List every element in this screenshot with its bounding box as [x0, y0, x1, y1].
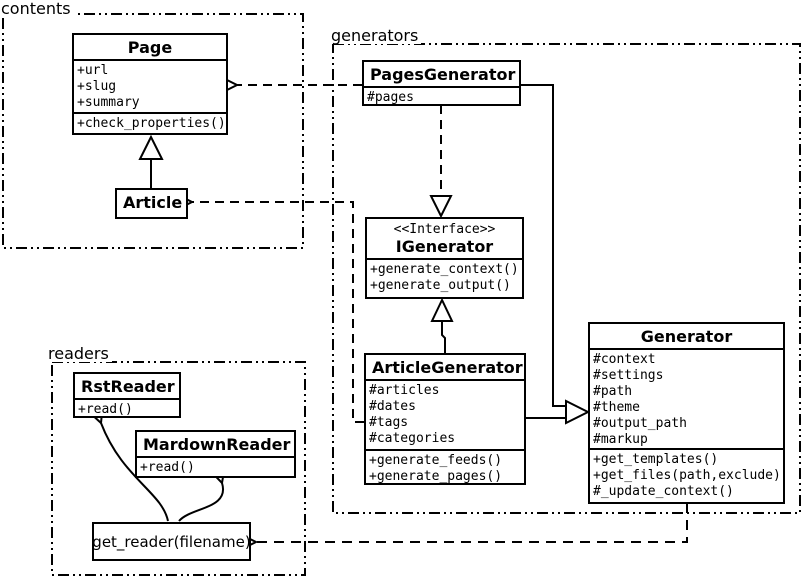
attribute: #path — [593, 384, 633, 399]
article-to-page-inheritance — [138, 134, 164, 188]
class-igenerator-stereotype: <<Interface>> — [393, 222, 496, 237]
class-rstreader-methods: +read() — [75, 398, 179, 420]
package-label-contents: contents — [0, 0, 74, 17]
class-rstreader: RstReader +read() — [73, 372, 181, 418]
attribute: #settings — [593, 368, 664, 383]
class-articlegenerator-title: ArticleGenerator — [372, 358, 523, 377]
class-article: Article — [115, 188, 188, 219]
method: +generate_output() — [370, 278, 511, 293]
class-articlegenerator-attributes: #articles #dates #tags #categories — [366, 379, 524, 449]
attribute: #dates — [369, 399, 416, 414]
class-rstreader-title: RstReader — [81, 377, 175, 396]
node-get-reader: get_reader(filename) — [92, 522, 251, 561]
attribute: #tags — [369, 415, 409, 430]
package-label-generators: generators — [330, 27, 422, 44]
method: +check_properties() — [77, 116, 226, 131]
generator-to-getreader-dependency — [256, 503, 688, 542]
class-pagesgenerator-attributes: #pages — [364, 86, 519, 108]
class-pagesgenerator-title: PagesGenerator — [370, 65, 516, 84]
class-page: Page +url +slug +summary +check_properti… — [72, 33, 228, 135]
class-page-attributes: +url +slug +summary — [74, 59, 226, 112]
class-igenerator: <<Interface>> IGenerator +generate_conte… — [365, 217, 524, 299]
package-generators-border — [332, 43, 801, 514]
attribute: +url — [77, 63, 109, 78]
node-get-reader-label: get_reader(filename) — [92, 532, 251, 551]
method: +generate_context() — [370, 262, 519, 277]
class-generator-attributes: #context #settings #path #theme #output_… — [590, 348, 783, 448]
method: +generate_pages() — [369, 469, 503, 484]
class-igenerator-title: IGenerator — [395, 237, 494, 256]
generators-to-generator-inheritance — [520, 84, 591, 425]
package-contents-border — [2, 13, 304, 249]
class-articlegenerator: ArticleGenerator #articles #dates #tags … — [364, 353, 526, 485]
attribute: #output_path — [593, 416, 687, 431]
pagesgenerator-to-igenerator-realization — [429, 105, 453, 219]
class-page-title: Page — [127, 38, 173, 57]
method: #_update_context() — [593, 484, 734, 499]
class-generator: Generator #context #settings #path #them… — [588, 322, 785, 504]
getreader-to-mardownreader-arrow — [178, 483, 223, 522]
package-readers-border — [51, 361, 306, 576]
attribute: #context — [593, 352, 656, 367]
articlegenerator-to-article-dependency — [192, 202, 364, 423]
attribute: +slug — [77, 79, 117, 94]
class-articlegenerator-methods: +generate_feeds() +generate_pages() — [366, 449, 524, 487]
class-mardownreader: MardownReader +read() — [135, 430, 296, 478]
class-page-methods: +check_properties() — [74, 112, 226, 134]
getreader-to-rstreader-arrow — [101, 423, 169, 522]
class-article-title: Article — [123, 193, 183, 212]
attribute: #categories — [369, 431, 456, 446]
class-generator-methods: +get_templates() +get_files(path,exclude… — [590, 448, 783, 502]
method: +read() — [78, 402, 133, 417]
class-generator-title: Generator — [640, 327, 733, 346]
class-pagesgenerator: PagesGenerator #pages — [362, 60, 521, 106]
articlegenerator-to-igenerator-realization — [430, 297, 454, 353]
attribute: #markup — [593, 432, 648, 447]
attribute: #articles — [369, 383, 440, 398]
attribute: #theme — [593, 400, 640, 415]
class-mardownreader-title: MardownReader — [143, 435, 291, 454]
package-label-readers: readers — [47, 345, 112, 362]
method: +get_templates() — [593, 452, 719, 467]
attribute: +summary — [77, 95, 140, 110]
class-igenerator-methods: +generate_context() +generate_output() — [367, 258, 522, 297]
method: +generate_feeds() — [369, 453, 503, 468]
class-mardownreader-methods: +read() — [137, 456, 294, 478]
attribute: #pages — [367, 90, 414, 105]
method: +get_files(path,exclude) — [593, 468, 781, 483]
method: +read() — [140, 460, 195, 475]
